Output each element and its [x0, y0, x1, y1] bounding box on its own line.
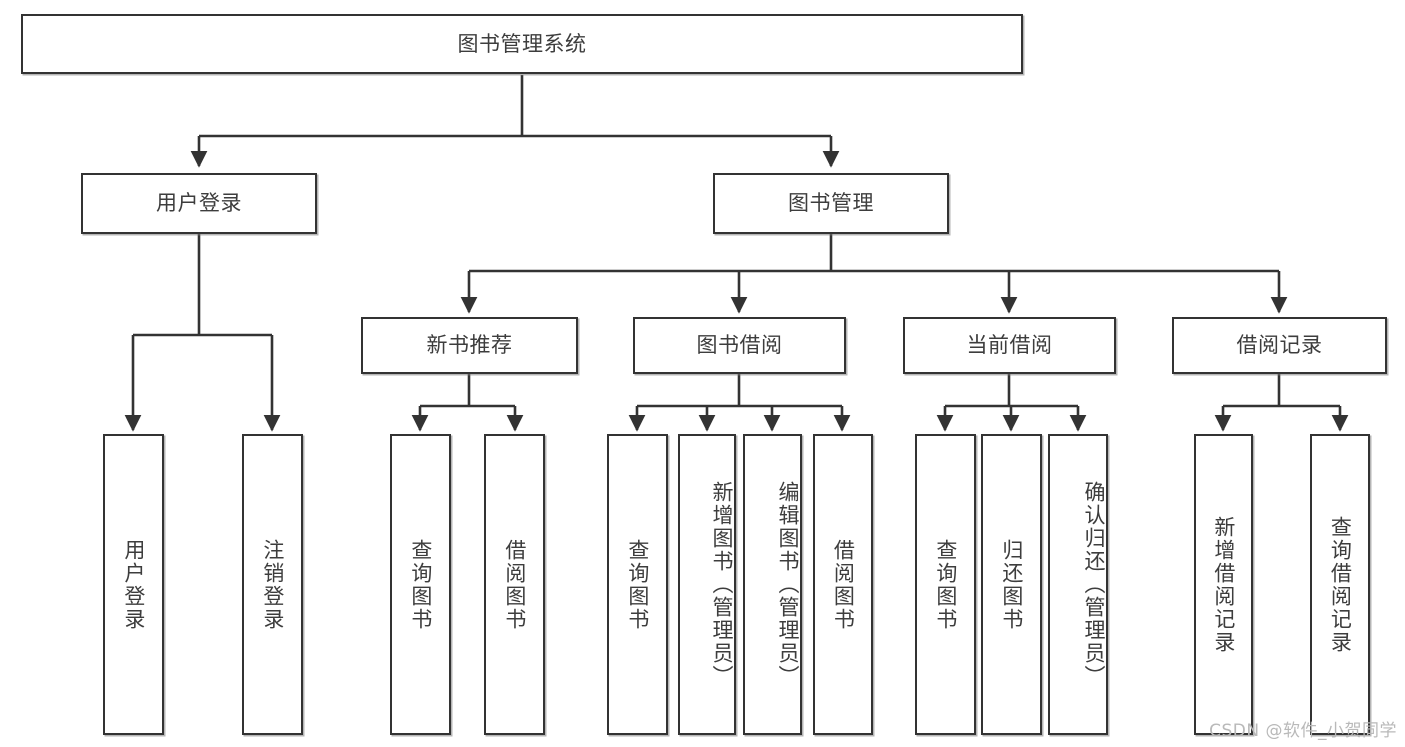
node-leaf-query-book-current[interactable]: 查询图书: [915, 434, 976, 735]
node-leaf-return-book-label: 归还图书: [999, 538, 1024, 631]
node-new-book-recommend-label: 新书推荐: [426, 333, 513, 358]
node-leaf-borrow-book-recommend-label: 借阅图书: [502, 538, 527, 631]
node-new-book-recommend[interactable]: 新书推荐: [361, 317, 578, 374]
node-user-login[interactable]: 用户登录: [81, 173, 317, 234]
node-leaf-return-book[interactable]: 归还图书: [981, 434, 1042, 735]
node-leaf-edit-book-admin[interactable]: 编辑图书（管理员）: [743, 434, 802, 735]
node-leaf-add-borrow-record[interactable]: 新增借阅记录: [1194, 434, 1253, 735]
node-root[interactable]: 图书管理系统: [21, 14, 1023, 74]
node-leaf-logout[interactable]: 注销登录: [242, 434, 303, 735]
node-user-login-label: 用户登录: [156, 191, 242, 216]
node-leaf-edit-book-admin-label: 编辑图书（管理员）: [776, 481, 800, 688]
node-leaf-query-borrow-record-label: 查询借阅记录: [1328, 515, 1353, 654]
node-borrow-record[interactable]: 借阅记录: [1172, 317, 1387, 374]
node-current-borrow-label: 当前借阅: [966, 333, 1053, 358]
node-leaf-borrow-book-borrow-label: 借阅图书: [831, 538, 856, 631]
node-leaf-confirm-return-admin[interactable]: 确认归还（管理员）: [1048, 434, 1108, 735]
node-leaf-query-book-recommend-label: 查询图书: [408, 538, 433, 631]
node-root-label: 图书管理系统: [457, 31, 587, 56]
node-leaf-query-book-borrow[interactable]: 查询图书: [607, 434, 668, 735]
node-book-management[interactable]: 图书管理: [713, 173, 949, 234]
node-current-borrow[interactable]: 当前借阅: [903, 317, 1116, 374]
node-leaf-add-book-admin[interactable]: 新增图书（管理员）: [678, 434, 736, 735]
node-leaf-borrow-book-borrow[interactable]: 借阅图书: [813, 434, 873, 735]
node-book-borrow-label: 图书借阅: [696, 333, 783, 358]
node-leaf-query-borrow-record[interactable]: 查询借阅记录: [1310, 434, 1370, 735]
csdn-watermark: CSDN @软件_小贺同学: [1209, 721, 1397, 741]
node-leaf-query-book-current-label: 查询图书: [933, 538, 958, 631]
node-leaf-borrow-book-recommend[interactable]: 借阅图书: [484, 434, 545, 735]
node-leaf-query-book-borrow-label: 查询图书: [625, 538, 650, 631]
node-book-management-label: 图书管理: [788, 191, 874, 216]
node-leaf-add-book-admin-label: 新增图书（管理员）: [710, 481, 734, 688]
node-leaf-query-book-recommend[interactable]: 查询图书: [390, 434, 451, 735]
node-borrow-record-label: 借阅记录: [1236, 333, 1323, 358]
node-leaf-add-borrow-record-label: 新增借阅记录: [1211, 515, 1236, 654]
node-leaf-user-login-label: 用户登录: [121, 538, 146, 631]
node-leaf-user-login[interactable]: 用户登录: [103, 434, 164, 735]
node-leaf-confirm-return-admin-label: 确认归还（管理员）: [1082, 481, 1106, 688]
node-book-borrow[interactable]: 图书借阅: [633, 317, 846, 374]
node-leaf-logout-label: 注销登录: [260, 538, 285, 631]
